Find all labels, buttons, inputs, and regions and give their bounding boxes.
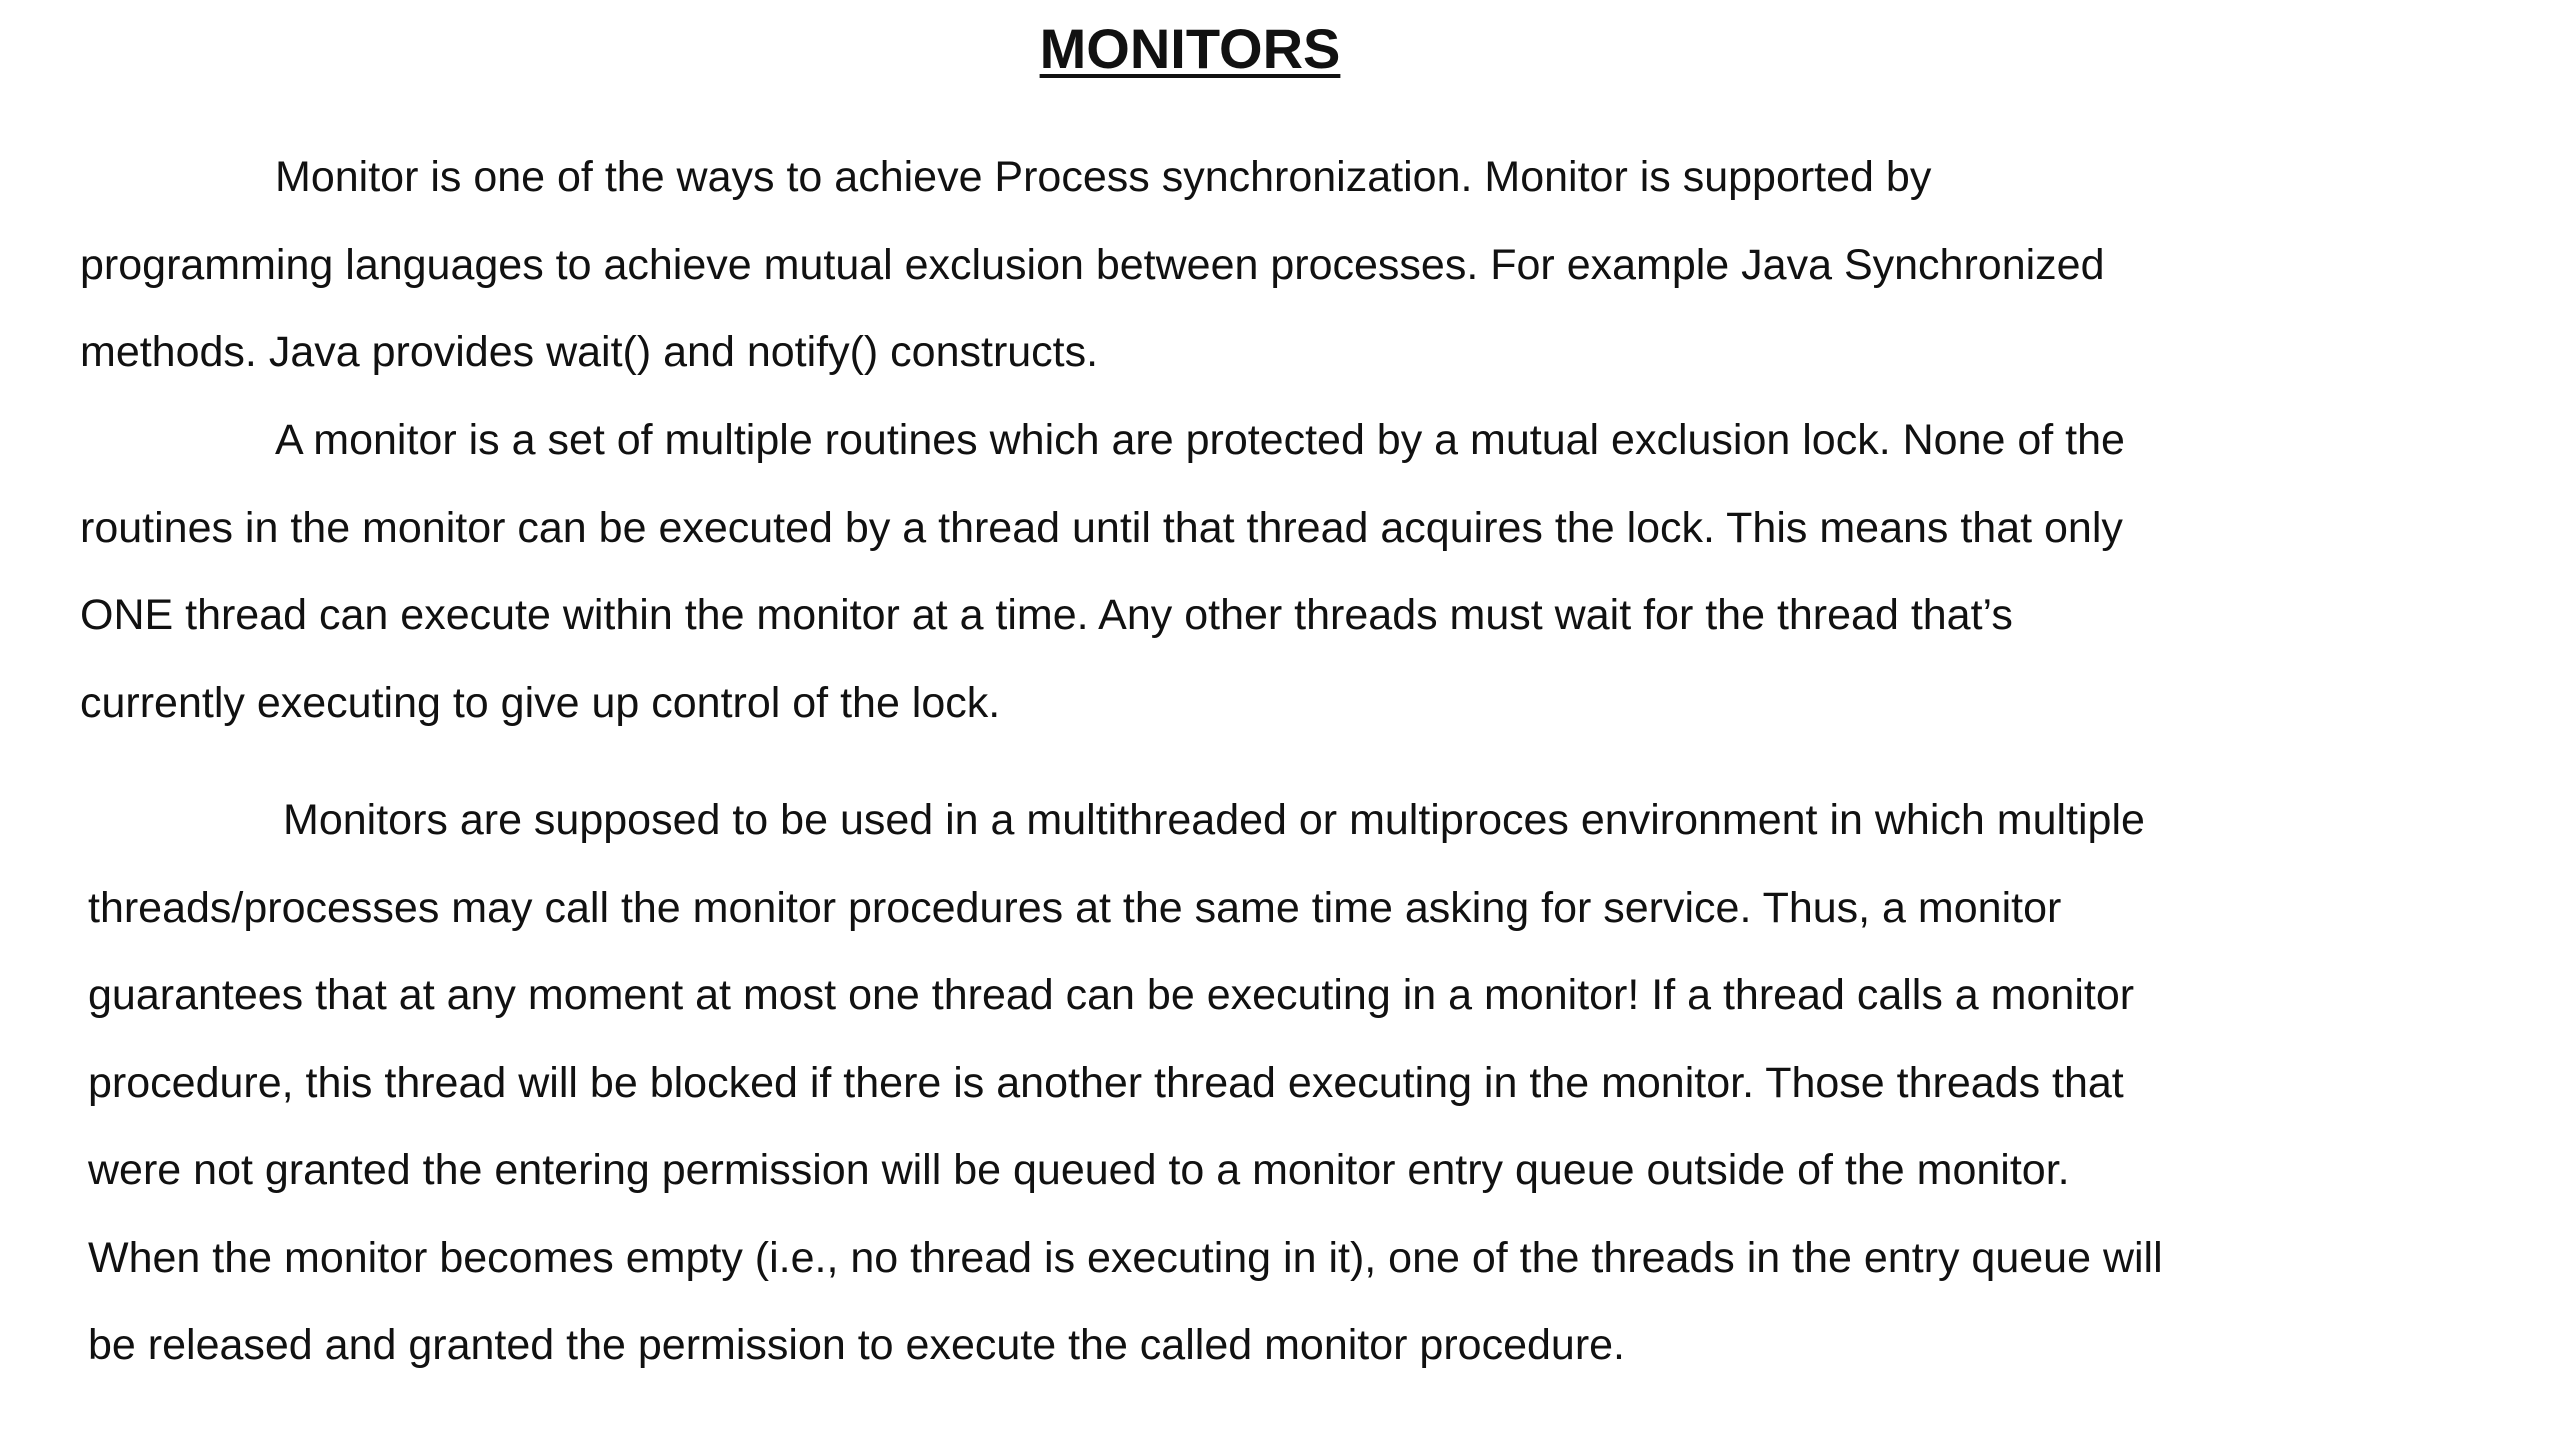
paragraph-intro: Monitor is one of the ways to achieve Pr… bbox=[80, 134, 2105, 397]
paragraph-line: Monitors are supposed to be used in a mu… bbox=[283, 796, 2145, 844]
paragraph-line: be released and granted the permission t… bbox=[88, 1321, 1625, 1369]
page-title: MONITORS bbox=[1039, 17, 1341, 80]
paragraph-line: When the monitor becomes empty (i.e., no… bbox=[88, 1233, 2163, 1282]
paragraph-line: threads/processes may call the monitor p… bbox=[88, 883, 2062, 932]
paragraph-line: currently executing to give up control o… bbox=[80, 678, 1001, 727]
paragraph-usage: Monitors are supposed to be used in a mu… bbox=[88, 777, 2163, 1390]
paragraph-line: were not granted the entering permission… bbox=[88, 1146, 2070, 1194]
paragraph-line: routines in the monitor can be executed … bbox=[80, 503, 2123, 552]
paragraph-line: ONE thread can execute within the monito… bbox=[80, 591, 2013, 639]
paragraph-line: Monitor is one of the ways to achieve Pr… bbox=[275, 153, 1932, 201]
paragraph-line: methods. Java provides wait() and notify… bbox=[80, 328, 1099, 376]
paragraph-line: guarantees that at any moment at most on… bbox=[88, 971, 2135, 1019]
paragraph-definition: A monitor is a set of multiple routines … bbox=[80, 397, 2125, 747]
paragraph-line: A monitor is a set of multiple routines … bbox=[275, 416, 2125, 464]
paragraph-line: programming languages to achieve mutual … bbox=[80, 240, 2105, 289]
paragraph-line: procedure, this thread will be blocked i… bbox=[88, 1058, 2124, 1107]
